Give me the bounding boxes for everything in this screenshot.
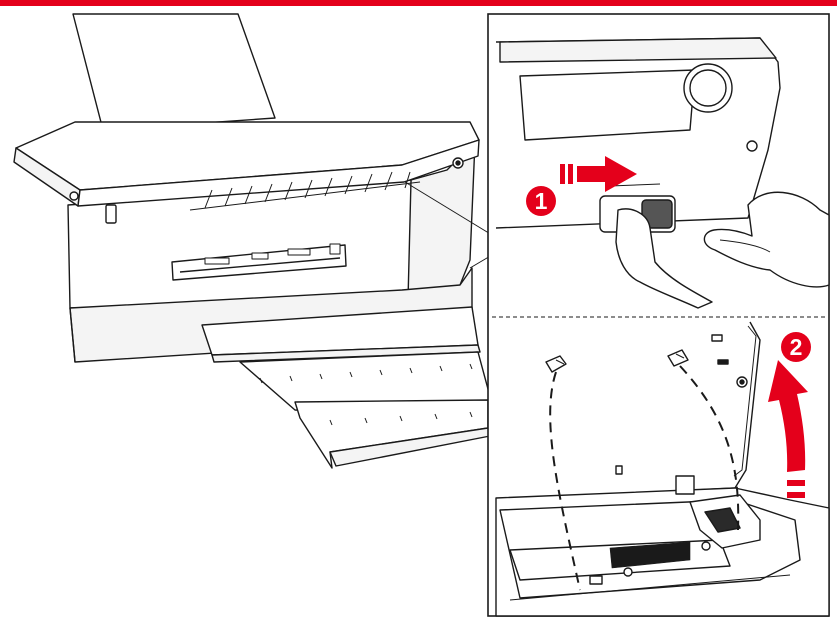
hand-icon (703, 191, 830, 288)
detail-step-2 (495, 321, 830, 617)
callout-2-label: 2 (790, 334, 803, 360)
detail-step-1 (495, 37, 830, 309)
lid-path-right (679, 365, 740, 531)
paper-sheet (72, 13, 276, 131)
callout-badge-1: 1 (526, 186, 556, 216)
output-rollers (204, 243, 341, 265)
lid-tab-right (667, 349, 689, 367)
up-curved-arrow-icon (768, 360, 808, 498)
card-slot-icon (105, 204, 117, 224)
panel-vents (189, 171, 421, 211)
leader-line-upper (404, 181, 493, 236)
callout-badge-2: 2 (781, 332, 811, 362)
side-button-icon (69, 191, 79, 201)
printer-icon (13, 13, 496, 469)
lid-path-left (549, 371, 581, 591)
top-accent-bar (0, 0, 837, 6)
right-arrow-icon (560, 156, 637, 192)
finger-icon (615, 208, 713, 309)
control-panel-strip (77, 139, 480, 207)
callout-1-label: 1 (535, 188, 548, 214)
tray-ticks (259, 363, 473, 426)
lid-tab-left (545, 355, 567, 373)
